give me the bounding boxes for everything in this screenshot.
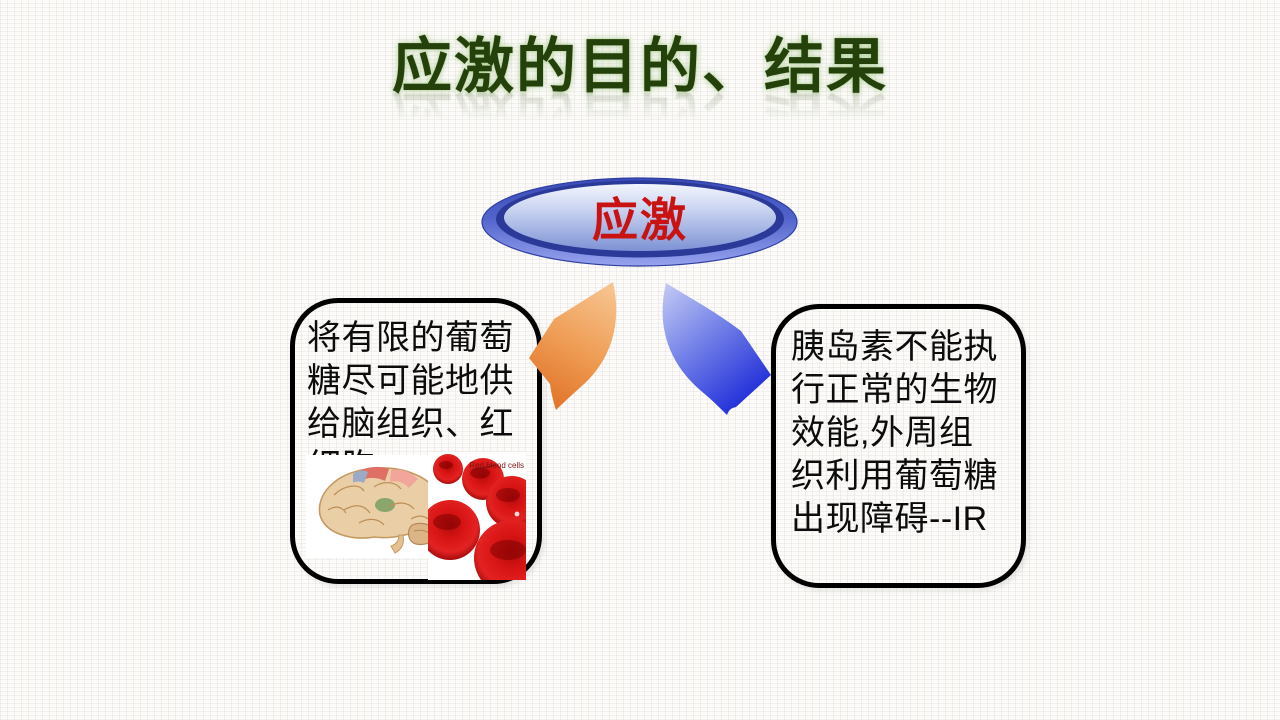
curved-arrow-left-icon	[529, 282, 617, 410]
right-box-text: 胰岛素不能执 行正常的生物 效能,外周组 织利用葡萄糖 出现障碍--IR	[791, 328, 998, 538]
oval-label: 应激	[592, 194, 688, 246]
right-result-box: 胰岛素不能执 行正常的生物 效能,外周组 织利用葡萄糖 出现障碍--IR	[771, 304, 1026, 588]
red-blood-cells-icon: Red blood cells	[428, 452, 526, 580]
page-title-reflection: 应激的目的、结果	[392, 84, 888, 150]
curved-arrow-right-icon	[662, 283, 771, 415]
red-blood-cells-label: Red blood cells	[469, 461, 524, 470]
page-title: 应激的目的、结果	[392, 34, 888, 100]
title-area: 应激的目的、结果 应激的目的、结果	[0, 34, 1280, 150]
